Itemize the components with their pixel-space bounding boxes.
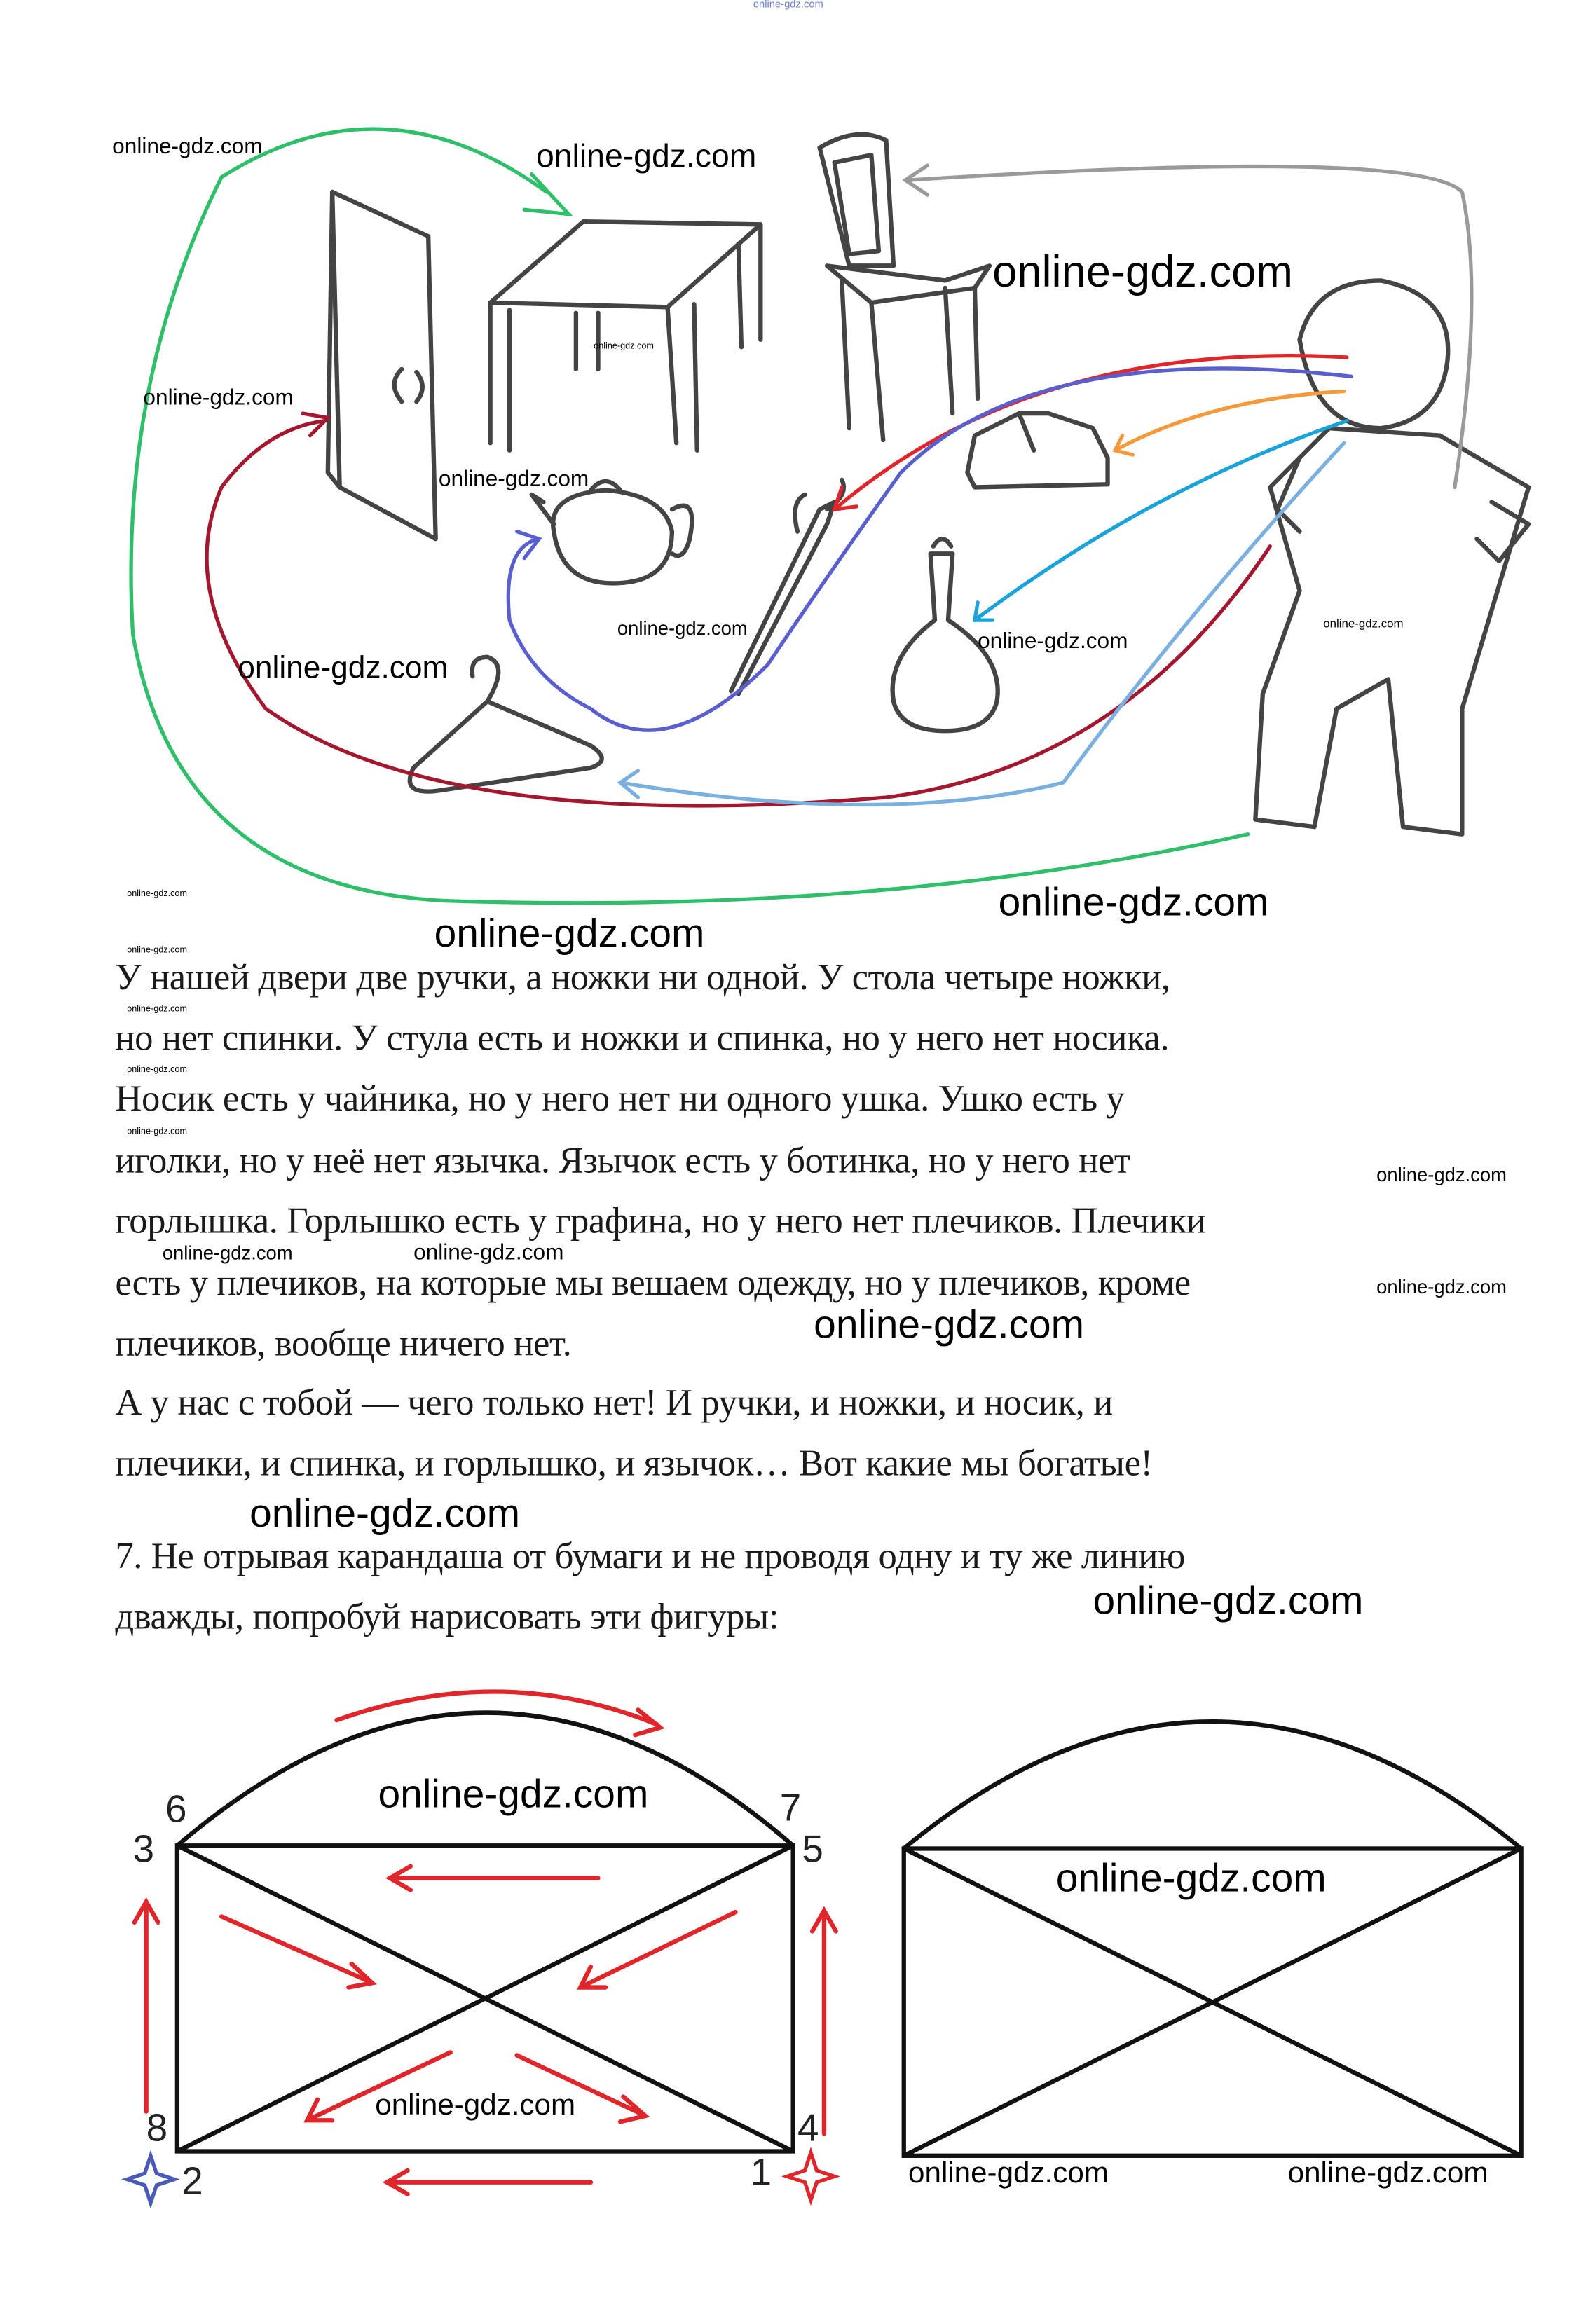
story-line: Носик есть у чайника, но у него нет ни о… bbox=[115, 1079, 1125, 1120]
cyan-arrow bbox=[973, 418, 1349, 622]
watermark: online-gdz.com bbox=[413, 1240, 564, 1266]
story-line: У нашей двери две ручки, а ножки ни одно… bbox=[115, 958, 1170, 998]
watermark: online-gdz.com bbox=[127, 1128, 187, 1137]
start-star-blue bbox=[121, 2150, 181, 2209]
watermark: online-gdz.com bbox=[535, 137, 757, 174]
decanter-drawing bbox=[890, 537, 1000, 734]
point-label-2: 2 bbox=[182, 2159, 203, 2203]
watermark: online-gdz.com bbox=[375, 2089, 576, 2122]
watermark: online-gdz.com bbox=[1055, 1856, 1327, 1901]
watermark: online-gdz.com bbox=[1376, 1275, 1507, 1298]
point-label-4: 4 bbox=[798, 2105, 819, 2150]
green-arrow bbox=[129, 127, 1250, 905]
door-drawing bbox=[325, 189, 438, 542]
watermark: online-gdz.com bbox=[1323, 617, 1404, 631]
figure-blank bbox=[901, 1719, 1524, 2158]
watermark: online-gdz.com bbox=[814, 1302, 1085, 1347]
watermark: online-gdz.com bbox=[998, 880, 1269, 925]
story-line: иголки, но у неё нет язычка. Язычок есть… bbox=[115, 1141, 1130, 1181]
watermark: online-gdz.com bbox=[992, 248, 1293, 297]
point-label-8: 8 bbox=[146, 2105, 168, 2150]
point-label-5: 5 bbox=[802, 1826, 823, 1871]
solution-arrows bbox=[132, 1689, 838, 2196]
watermark: online-gdz.com bbox=[378, 1771, 649, 1817]
red-arrowhead bbox=[831, 485, 858, 512]
watermark: online-gdz.com bbox=[127, 1005, 187, 1015]
watermark: online-gdz.com bbox=[127, 1066, 187, 1075]
darkred-arrowhead bbox=[301, 411, 332, 438]
boy-drawing bbox=[1253, 278, 1531, 837]
lightblue-arrowhead bbox=[617, 769, 641, 799]
green-arrowhead bbox=[522, 172, 574, 216]
figure-with-solution bbox=[174, 1710, 795, 2154]
cyan-arrowhead bbox=[972, 600, 994, 622]
orange-arrowhead bbox=[1112, 434, 1135, 457]
watermark: online-gdz.com bbox=[238, 651, 449, 685]
orange-arrow bbox=[1113, 389, 1346, 453]
watermark: online-gdz.com bbox=[434, 911, 705, 956]
gray-arrow bbox=[906, 164, 1474, 490]
teapot-drawing bbox=[529, 479, 694, 586]
point-label-6: 6 bbox=[165, 1786, 187, 1831]
lightblue-arrow bbox=[618, 441, 1346, 807]
task-line: 7. Не отрывая карандаша от бумаги и не п… bbox=[115, 1536, 1185, 1577]
watermark: online-gdz.com bbox=[143, 385, 294, 411]
darkred-arrow bbox=[205, 418, 1273, 808]
watermark: online-gdz.com bbox=[162, 1242, 293, 1264]
blue-arrowhead bbox=[514, 530, 542, 561]
story-line: горлышка. Горлышко есть у графина, но у … bbox=[115, 1202, 1206, 1242]
boot-drawing bbox=[965, 411, 1110, 490]
watermark: online-gdz.com bbox=[1287, 2157, 1488, 2190]
hanger-drawing bbox=[407, 654, 604, 794]
gray-arrowhead bbox=[902, 163, 930, 197]
watermark: online-gdz.com bbox=[1093, 1578, 1364, 1623]
watermark: online-gdz.com bbox=[617, 617, 748, 640]
watermark: online-gdz.com bbox=[438, 466, 589, 492]
end-star-red bbox=[781, 2147, 841, 2206]
blue-arrow bbox=[506, 366, 1353, 732]
watermark: online-gdz.com bbox=[594, 342, 654, 352]
needle-drawing bbox=[729, 477, 846, 696]
story-line: но нет спинки. У стула есть и ножки и сп… bbox=[115, 1019, 1170, 1059]
chair-drawing bbox=[817, 132, 992, 443]
watermark: online-gdz.com bbox=[127, 946, 187, 956]
watermark: online-gdz.com bbox=[908, 2157, 1109, 2190]
story-line: плечиков, вообще ничего нет. bbox=[115, 1324, 572, 1365]
point-label-1: 1 bbox=[750, 2150, 772, 2194]
story-line: плечики, и спинка, и горлышко, и язычок…… bbox=[115, 1444, 1153, 1484]
watermark: online-gdz.com bbox=[127, 890, 187, 900]
story-line: есть у плечиков, на которые мы вешаем од… bbox=[115, 1263, 1191, 1304]
watermark: online-gdz.com bbox=[753, 0, 823, 11]
watermark: online-gdz.com bbox=[1376, 1163, 1507, 1186]
watermark: online-gdz.com bbox=[112, 134, 263, 160]
watermark: online-gdz.com bbox=[249, 1491, 521, 1536]
story-line: А у нас с тобой — чего только нет! И руч… bbox=[115, 1383, 1113, 1424]
watermark: online-gdz.com bbox=[978, 628, 1128, 654]
point-label-3: 3 bbox=[132, 1826, 155, 1871]
point-label-7: 7 bbox=[779, 1785, 802, 1830]
table-drawing bbox=[488, 219, 763, 453]
task-line: дважды, попробуй нарисовать эти фигуры: bbox=[115, 1597, 779, 1638]
